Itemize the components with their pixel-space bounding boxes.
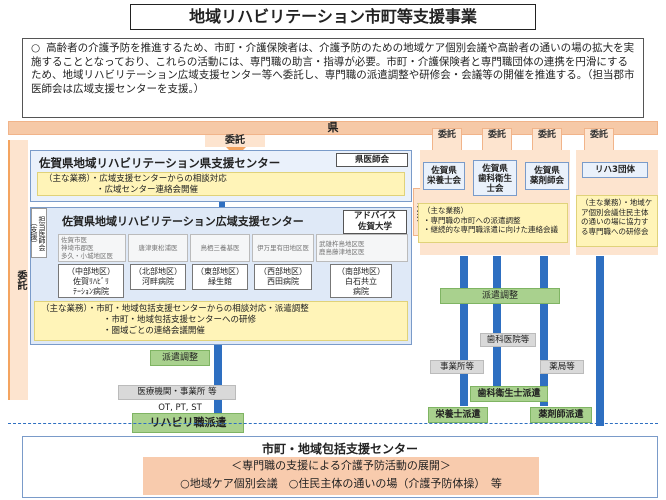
line-rehab bbox=[214, 345, 222, 420]
connector bbox=[219, 202, 225, 208]
regional-duty-2: ・市町・地域包括支援センターへの研修 bbox=[103, 315, 257, 325]
medical-institutions: 医療機関・事業所 等 bbox=[118, 385, 236, 400]
medical-professions: OT, PT, ST bbox=[158, 403, 202, 413]
hospital-central-name-1: 佐賀ﾘﾊﾋﾞﾘ bbox=[73, 277, 109, 286]
pharmacist-dispatch: 薬剤師派遣 bbox=[530, 407, 592, 423]
office: 事業所等 bbox=[430, 360, 484, 374]
prefecture-center-name: 佐賀県地域リハビリテーション県支援センター bbox=[39, 156, 281, 170]
left-itaku-bar bbox=[8, 140, 28, 400]
line-dental bbox=[493, 256, 501, 386]
hospital-south-name-1: 白石共立 bbox=[345, 277, 377, 286]
itaku-arrow-label: 委託 bbox=[205, 135, 265, 147]
hospital-north: （北部地区） 河畔病院 bbox=[130, 264, 186, 290]
hospital-east: （東部地区） 緑生館 bbox=[192, 264, 248, 290]
associations-duties: （主な業務） ・専門職の市町への派遣調整 ・継続的な専門職派遣に向けた連絡会議 bbox=[418, 203, 568, 243]
regional-duty-1: （主な業務）・市町・地域包括支援センターからの相談対応・派遣調整 bbox=[41, 304, 309, 314]
riha3-duties: （主な業務）・地域ケア個別会議住民主体の通いの場に協力する専門職への研修会 bbox=[576, 195, 658, 247]
pharmacy-shop: 薬局等 bbox=[540, 360, 584, 374]
line-nutrition bbox=[460, 256, 468, 406]
assoc-nutrition: 佐賀県 栄養士会 bbox=[423, 162, 465, 190]
hospital-east-name: 緑生館 bbox=[208, 277, 232, 286]
prefecture-center-duties: （主な業務）・広域支援センターからの相談対応 ・広域センター連絡会開催 bbox=[37, 172, 405, 196]
dispatch-adjust-left: 派遣調整 bbox=[150, 350, 210, 366]
itaku-small-2: 委託 bbox=[482, 128, 512, 152]
assoc-pharmacy: 佐賀県 薬剤師会 bbox=[525, 162, 569, 190]
municipality-line-2: ○地域ケア個別会議 ○住民主体の通いの場（介護予防体操） 等 bbox=[180, 477, 502, 490]
hospital-central: （中部地区） 佐賀ﾘﾊﾋﾞﾘ ﾃｰｼｮﾝ病院 bbox=[58, 264, 124, 298]
municipality-title: 市町・地域包括支援センター bbox=[261, 442, 418, 456]
riha3-label: リハ3団体 bbox=[582, 162, 648, 178]
advisor-tag: アドバイス 佐賀大学 bbox=[343, 210, 407, 234]
dispatch-adjust-right: 派遣調整 bbox=[440, 288, 560, 304]
regional-center-name: 佐賀県地域リハビリテーション広域支援センター bbox=[62, 215, 304, 228]
hospital-central-area: （中部地区） bbox=[67, 267, 115, 276]
prefecture-duty-1: （主な業務）・広域支援センターからの相談対応 bbox=[44, 174, 227, 184]
hospital-north-name: 河畔病院 bbox=[142, 277, 174, 286]
advisor-name: 佐賀大学 bbox=[357, 222, 392, 232]
prefecture-support-center: 佐賀県地域リハビリテーション県支援センター （主な業務）・広域支援センターからの… bbox=[30, 150, 412, 202]
assoc-duty-1: ・専門職の市町への派遣調整 bbox=[423, 215, 521, 225]
itaku-small-3: 委託 bbox=[532, 128, 562, 152]
dental-clinic: 歯科医院等 bbox=[480, 333, 536, 347]
hospital-south: （南部地区） 白石共立 病院 bbox=[330, 264, 392, 298]
municipality-box: 市町・地域包括支援センター ＜専門職の支援による介護予防活動の展開＞ ○地域ケア… bbox=[22, 436, 658, 498]
assoc-dental-hygiene: 佐賀県 歯科衛生 士会 bbox=[473, 160, 517, 196]
hospital-west-name: 西田病院 bbox=[267, 277, 299, 286]
prefecture-duty-2: ・広域センター連絡会開催 bbox=[96, 185, 199, 195]
divider bbox=[8, 423, 658, 424]
page-title: 地域リハビリテーション市町等支援事業 bbox=[130, 4, 536, 30]
line-riha3 bbox=[596, 256, 604, 426]
assoc-duty-0: （主な業務） bbox=[423, 206, 468, 215]
itaku-small-1: 委託 bbox=[432, 128, 462, 152]
area-cell-central: 佐賀市医 神埼市郡医 多久・小城地区医 bbox=[58, 234, 126, 262]
hospital-south-name-2: 病院 bbox=[353, 287, 369, 296]
itaku-small-4: 委託 bbox=[584, 128, 614, 152]
hospital-west-area: （西部地区） bbox=[259, 267, 307, 276]
dental-dispatch: 歯科衛生士派遣 bbox=[470, 386, 548, 402]
advisor-label: アドバイス bbox=[353, 211, 397, 221]
area-cell-south: 武雄杵島地区医 鹿島藤津地区医 bbox=[316, 234, 408, 262]
intro-box: ○高齢者の介護予防を推進するため、市町・介護保険者は、介護予防のための地域ケア個… bbox=[22, 38, 644, 118]
area-cell-north: 唐津東松浦医 bbox=[128, 234, 188, 262]
area-cell-west: 伊万里有田地区医 bbox=[252, 234, 314, 262]
intro-bullet: ○ bbox=[31, 42, 41, 54]
area-cell-east: 鳥栖三養基医 bbox=[190, 234, 250, 262]
line-pharmacy bbox=[540, 256, 548, 406]
assoc-duty-2: ・継続的な専門職派遣に向けた連絡会議 bbox=[423, 225, 558, 234]
regional-duty-3: ・圏域ごとの連絡会議開催 bbox=[103, 326, 205, 336]
regional-side-label: 担当医師会（支援） bbox=[30, 208, 47, 258]
hospital-north-area: （北部地区） bbox=[134, 267, 182, 276]
nutrition-dispatch: 栄養士派遣 bbox=[428, 407, 488, 423]
hospital-central-name-2: ﾃｰｼｮﾝ病院 bbox=[73, 287, 109, 296]
hospital-west: （西部地区） 西田病院 bbox=[254, 264, 312, 290]
municipality-activities: ＜専門職の支援による介護予防活動の展開＞ ○地域ケア個別会議 ○住民主体の通いの… bbox=[143, 457, 539, 495]
hospital-south-area: （南部地区） bbox=[337, 267, 385, 276]
hospital-east-area: （東部地区） bbox=[196, 267, 244, 276]
municipality-line-1: ＜専門職の支援による介護予防活動の展開＞ bbox=[231, 459, 451, 472]
prefecture-medical-assoc-tag: 県医師会 bbox=[336, 153, 408, 167]
left-itaku-label: 委託 bbox=[15, 270, 26, 290]
intro-text: 高齢者の介護予防を推進するため、市町・介護保険者は、介護予防のための地域ケア個別… bbox=[31, 42, 635, 95]
regional-center-duties: （主な業務）・市町・地域包括支援センターからの相談対応・派遣調整 ・市町・地域包… bbox=[34, 301, 408, 341]
